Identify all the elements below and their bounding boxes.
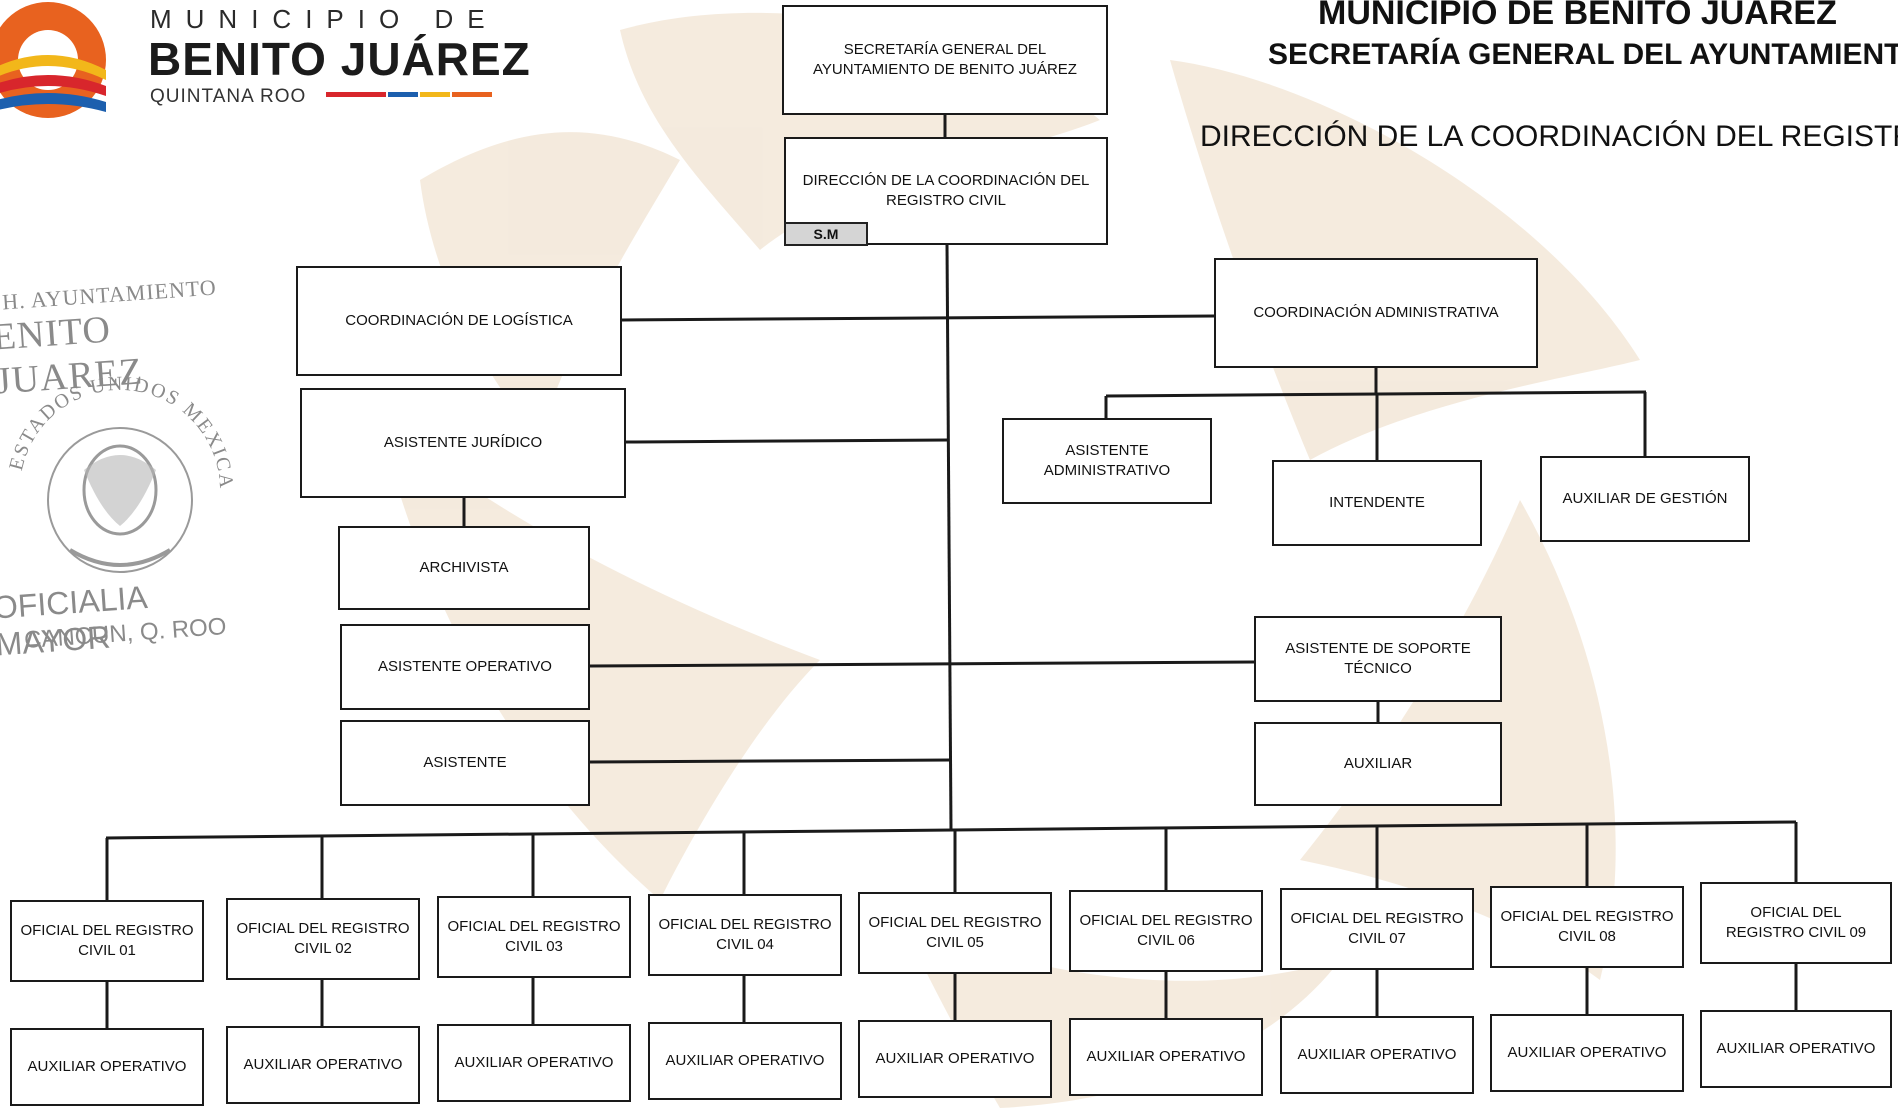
node-archivista-label: ARCHIVISTA xyxy=(419,559,509,576)
node-auxiliar-gestion: AUXILIAR DE GESTIÓN xyxy=(1540,456,1750,542)
node-oficial-01: OFICIAL DEL REGISTRO CIVIL 01 xyxy=(10,900,204,982)
municipio-logo-icon xyxy=(0,2,106,118)
node-coordinacion-administrativa-label: COORDINACIÓN ADMINISTRATIVA xyxy=(1253,304,1499,321)
node-asistente-juridico: ASISTENTE JURÍDICO xyxy=(300,388,626,498)
node-secretaria-general-label: SECRETARÍA GENERAL DEL AYUNTAMIENTO DE B… xyxy=(813,41,1077,78)
node-auxiliar-operativo-06: AUXILIAR OPERATIVO xyxy=(1069,1018,1263,1096)
node-auxiliar: AUXILIAR xyxy=(1254,722,1502,806)
node-asistente-soporte-label: ASISTENTE DE SOPORTE TÉCNICO xyxy=(1285,640,1471,677)
node-oficial-05: OFICIAL DEL REGISTRO CIVIL 05 xyxy=(858,892,1052,974)
logo-line-quintana-roo: QUINTANA ROO xyxy=(150,86,307,107)
coat-of-arms-icon: ESTADOS UNIDOS MEXICANOS xyxy=(0,350,235,573)
logo-stripe-icon xyxy=(326,92,492,97)
node-asistente-operativo-label: ASISTENTE OPERATIVO xyxy=(378,658,552,675)
node-oficial-04: OFICIAL DEL REGISTRO CIVIL 04 xyxy=(648,894,842,976)
auxiliar-operativo-label: AUXILIAR OPERATIVO xyxy=(1507,1044,1667,1061)
sm-tag-badge: S.M xyxy=(784,222,868,246)
page-title-direccion: DIRECCIÓN DE LA COORDINACIÓN DEL REGISTR… xyxy=(1200,120,1898,153)
oficial-label: OFICIAL DEL REGISTRO CIVIL 08 xyxy=(1500,908,1674,945)
node-archivista: ARCHIVISTA xyxy=(338,526,590,610)
auxiliar-operativo-label: AUXILIAR OPERATIVO xyxy=(1716,1040,1876,1057)
node-asistente-administrativo: ASISTENTE ADMINISTRATIVO xyxy=(1002,418,1212,504)
node-oficial-02: OFICIAL DEL REGISTRO CIVIL 02 xyxy=(226,898,420,980)
oficial-label: OFICIAL DEL REGISTRO CIVIL 01 xyxy=(20,922,194,959)
auxiliar-operativo-label: AUXILIAR OPERATIVO xyxy=(27,1058,187,1075)
oficial-label: OFICIAL DEL REGISTRO CIVIL 09 xyxy=(1725,904,1867,941)
oficial-label: OFICIAL DEL REGISTRO CIVIL 03 xyxy=(447,918,621,955)
node-coordinacion-logistica: COORDINACIÓN DE LOGÍSTICA xyxy=(296,266,622,376)
node-auxiliar-gestion-label: AUXILIAR DE GESTIÓN xyxy=(1562,490,1728,507)
node-oficial-08: OFICIAL DEL REGISTRO CIVIL 08 xyxy=(1490,886,1684,968)
node-asistente-juridico-label: ASISTENTE JURÍDICO xyxy=(383,434,543,451)
auxiliar-operativo-label: AUXILIAR OPERATIVO xyxy=(1297,1046,1457,1063)
auxiliar-operativo-label: AUXILIAR OPERATIVO xyxy=(454,1054,614,1071)
logo-line-benito-juarez: BENITO JUÁREZ xyxy=(148,33,531,85)
node-auxiliar-operativo-09: AUXILIAR OPERATIVO xyxy=(1700,1010,1892,1088)
logo-line-municipio: MUNICIPIO DE xyxy=(150,4,499,34)
node-auxiliar-label: AUXILIAR xyxy=(1343,755,1413,772)
node-auxiliar-operativo-03: AUXILIAR OPERATIVO xyxy=(437,1024,631,1102)
auxiliar-operativo-label: AUXILIAR OPERATIVO xyxy=(1086,1048,1246,1065)
node-asistente-administrativo-label: ASISTENTE ADMINISTRATIVO xyxy=(1043,442,1171,479)
node-asistente-label: ASISTENTE xyxy=(423,754,507,771)
node-asistente-soporte-tecnico: ASISTENTE DE SOPORTE TÉCNICO xyxy=(1254,616,1502,702)
node-direccion-label: DIRECCIÓN DE LA COORDINACIÓN DEL REGISTR… xyxy=(802,172,1090,209)
auxiliar-operativo-label: AUXILIAR OPERATIVO xyxy=(875,1050,1035,1067)
node-intendente: INTENDENTE xyxy=(1272,460,1482,546)
node-oficial-06: OFICIAL DEL REGISTRO CIVIL 06 xyxy=(1069,890,1263,972)
page-title-secretaria: SECRETARÍA GENERAL DEL AYUNTAMIENTO xyxy=(1268,38,1898,71)
oficial-label: OFICIAL DEL REGISTRO CIVIL 04 xyxy=(658,916,832,953)
node-oficial-09: OFICIAL DEL REGISTRO CIVIL 09 xyxy=(1700,882,1892,964)
node-auxiliar-operativo-04: AUXILIAR OPERATIVO xyxy=(648,1022,842,1100)
official-stamp: H. AYUNTAMIENTO ENITO JUAREZ ESTADOS UNI… xyxy=(0,275,270,663)
node-oficial-03: OFICIAL DEL REGISTRO CIVIL 03 xyxy=(437,896,631,978)
auxiliar-operativo-label: AUXILIAR OPERATIVO xyxy=(665,1052,825,1069)
node-coordinacion-administrativa: COORDINACIÓN ADMINISTRATIVA xyxy=(1214,258,1538,368)
node-auxiliar-operativo-05: AUXILIAR OPERATIVO xyxy=(858,1020,1052,1098)
page-title-municipio: MUNICIPIO DE BENITO JUÁREZ xyxy=(1318,0,1837,32)
oficial-label: OFICIAL DEL REGISTRO CIVIL 02 xyxy=(236,920,410,957)
node-asistente: ASISTENTE xyxy=(340,720,590,806)
node-asistente-operativo: ASISTENTE OPERATIVO xyxy=(340,624,590,710)
node-auxiliar-operativo-02: AUXILIAR OPERATIVO xyxy=(226,1026,420,1104)
node-auxiliar-operativo-07: AUXILIAR OPERATIVO xyxy=(1280,1016,1474,1094)
node-coordinacion-logistica-label: COORDINACIÓN DE LOGÍSTICA xyxy=(345,312,573,329)
node-auxiliar-operativo-01: AUXILIAR OPERATIVO xyxy=(10,1028,204,1106)
node-oficial-07: OFICIAL DEL REGISTRO CIVIL 07 xyxy=(1280,888,1474,970)
oficial-label: OFICIAL DEL REGISTRO CIVIL 06 xyxy=(1079,912,1253,949)
node-intendente-label: INTENDENTE xyxy=(1329,494,1425,511)
oficial-label: OFICIAL DEL REGISTRO CIVIL 05 xyxy=(868,914,1042,951)
node-auxiliar-operativo-08: AUXILIAR OPERATIVO xyxy=(1490,1014,1684,1092)
oficial-label: OFICIAL DEL REGISTRO CIVIL 07 xyxy=(1290,910,1464,947)
auxiliar-operativo-label: AUXILIAR OPERATIVO xyxy=(243,1056,403,1073)
node-secretaria-general: SECRETARÍA GENERAL DEL AYUNTAMIENTO DE B… xyxy=(782,5,1108,115)
